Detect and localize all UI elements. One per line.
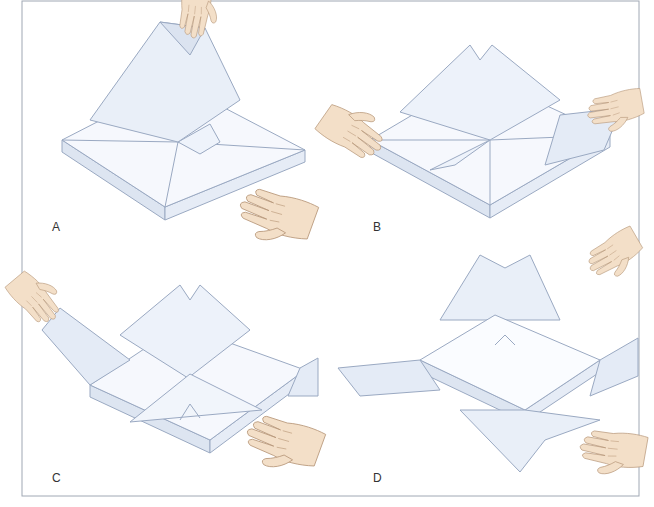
panel-letter: B bbox=[373, 220, 381, 234]
hand bbox=[4, 263, 69, 330]
wrap-flap bbox=[90, 22, 240, 142]
hand bbox=[175, 0, 222, 41]
hand bbox=[585, 88, 647, 135]
hand bbox=[239, 408, 327, 481]
hand bbox=[232, 181, 320, 254]
wrap-flap bbox=[130, 374, 262, 422]
panel-b-drawing bbox=[314, 45, 646, 218]
panel-letter: C bbox=[52, 471, 61, 485]
panel-a-drawing bbox=[62, 0, 319, 254]
wrap-flap bbox=[460, 410, 600, 472]
wrap-flap bbox=[338, 360, 440, 396]
flap-tip bbox=[180, 404, 200, 420]
flap-tip bbox=[495, 335, 515, 345]
wrap-flap bbox=[400, 45, 560, 140]
wrap-flap bbox=[590, 338, 638, 396]
hand bbox=[314, 93, 393, 167]
wrap-flap bbox=[120, 285, 250, 378]
panel-letter: A bbox=[52, 220, 60, 234]
panel-d-drawing bbox=[338, 225, 649, 480]
wrap-flap bbox=[288, 358, 318, 396]
hand bbox=[576, 425, 648, 480]
panel-letter: D bbox=[373, 471, 382, 485]
wrap-flap bbox=[440, 255, 560, 320]
wrap-flap bbox=[42, 308, 130, 385]
hand bbox=[581, 225, 649, 286]
panel-c-drawing bbox=[4, 263, 326, 481]
wrap-flap bbox=[430, 140, 490, 170]
figure-frame bbox=[22, 1, 639, 496]
package-top bbox=[420, 315, 600, 410]
